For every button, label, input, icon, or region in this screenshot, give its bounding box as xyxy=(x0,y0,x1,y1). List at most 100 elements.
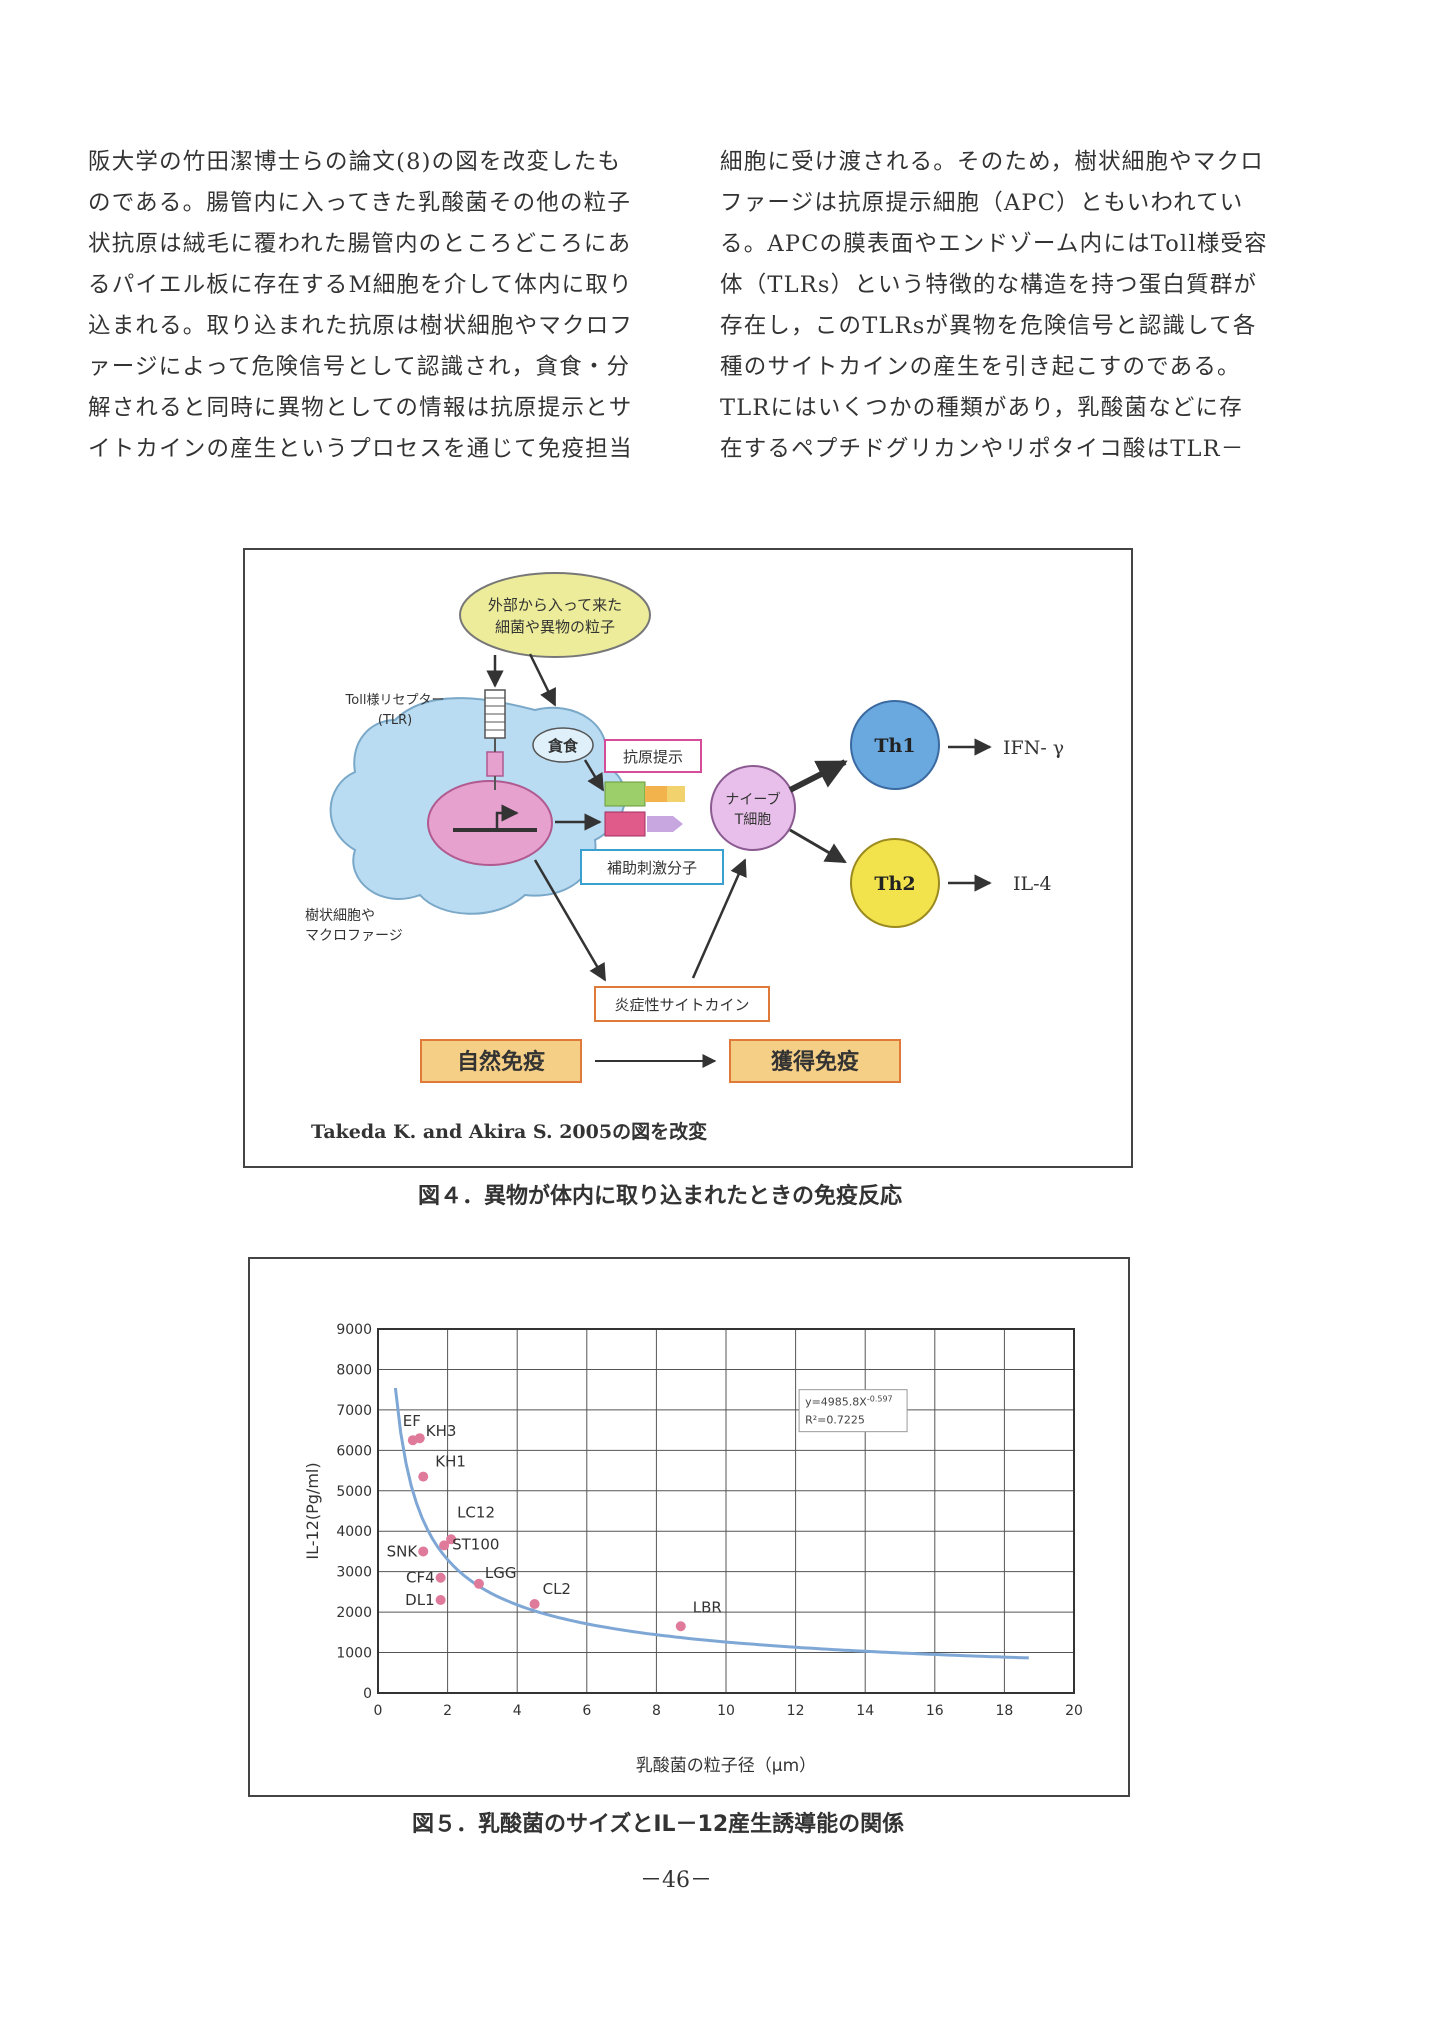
data-point-label: KH1 xyxy=(435,1453,466,1471)
antigen-presentation-box xyxy=(604,739,702,773)
x-tick-label: 2 xyxy=(443,1703,452,1719)
text-line: のである。腸管内に入ってきた乳酸菌その他の粒子 xyxy=(88,190,632,216)
data-point-label: CL2 xyxy=(543,1580,571,1598)
data-point xyxy=(675,1621,686,1632)
data-point xyxy=(529,1599,540,1610)
x-tick-label: 0 xyxy=(374,1703,383,1719)
x-tick-label: 12 xyxy=(787,1703,805,1719)
text-line: るパイエル板に存在するM細胞を介して体内に取り xyxy=(88,272,633,298)
y-tick-label: 3000 xyxy=(336,1565,372,1581)
data-point-label: LC12 xyxy=(457,1503,495,1521)
x-tick-label: 18 xyxy=(995,1703,1013,1719)
text-line: 阪大学の竹田潔博士らの論文(8)の図を改変したも xyxy=(88,149,622,175)
text-line: ファージは抗原提示細胞（APC）ともいわれてい xyxy=(720,190,1244,216)
power-fit-curve xyxy=(393,1387,1029,1660)
figure-5-caption: 図５．乳酸菌のサイズとIL－12産生誘導能の関係 xyxy=(412,1812,905,1837)
immune-response-diagram: 外部から入って来た 細菌や異物の粒子 Toll様リセプター (TLR) 貪食 抗… xyxy=(305,572,1064,1143)
tlr-label-line1: Toll様リセプター xyxy=(345,693,445,708)
cell-label-line2: マクロファージ xyxy=(305,928,403,944)
text-line: 込まれる。取り込まれた抗原は樹状細胞やマクロフ xyxy=(88,313,634,339)
antigen-peptide xyxy=(645,786,667,802)
transcription-arrow xyxy=(495,804,519,830)
text-line: 解されると同時に異物としての情報は抗原提示とサ xyxy=(88,395,633,421)
figure-4-diagram: 外部から入って来た 細菌や異物の粒子 Toll様リセプター (TLR) 貪食 抗… xyxy=(243,548,1133,1168)
text-line: イトカインの産生というプロセスを通じて免疫担当 xyxy=(88,436,633,462)
figure-4-caption: 図４．異物が体内に取り込まれたときの免疫反応 xyxy=(418,1184,903,1209)
x-axis-label: 乳酸菌の粒子径（μm） xyxy=(636,1756,816,1776)
acquired-immunity-box xyxy=(729,1039,901,1083)
data-point xyxy=(435,1572,446,1583)
y-tick-label: 8000 xyxy=(336,1362,372,1378)
data-point-label: EF xyxy=(403,1412,421,1430)
data-point xyxy=(473,1578,484,1589)
data-point xyxy=(414,1433,425,1444)
text-line: る。APCの膜表面やエンドゾーム内にはToll様受容 xyxy=(720,231,1268,257)
x-tick-label: 14 xyxy=(856,1703,874,1719)
equation-exponent: -0.597 xyxy=(867,1395,893,1404)
text-line: TLRにはいくつかの種類があり，乳酸菌などに存 xyxy=(720,395,1243,421)
costim-receptor xyxy=(647,816,683,832)
data-point-label: CF4 xyxy=(406,1569,435,1587)
th1-label: Th1 xyxy=(874,735,915,757)
y-tick-label: 4000 xyxy=(336,1524,372,1540)
x-tick-label: 20 xyxy=(1065,1703,1083,1719)
annotation-equation: y=4985.8X-0.597 xyxy=(805,1395,893,1409)
x-tick-label: 8 xyxy=(652,1703,661,1719)
inflammatory-cytokine-box xyxy=(594,986,770,1022)
arrow-cytokine-to-naive xyxy=(691,858,747,979)
y-tick-label: 1000 xyxy=(336,1646,372,1662)
plot-area-frame xyxy=(377,1328,1075,1694)
naive-t-cell xyxy=(710,765,796,851)
y-tick-label: 5000 xyxy=(336,1484,372,1500)
x-tick-label: 6 xyxy=(582,1703,591,1719)
data-point xyxy=(418,1471,429,1482)
costim-molecule xyxy=(604,811,646,837)
data-point-label: LGG xyxy=(485,1564,517,1582)
page-number: －46－ xyxy=(640,1868,712,1893)
th1-cell xyxy=(850,700,940,790)
il4-label: IL-4 xyxy=(1013,873,1052,895)
tlr-label-line2: (TLR) xyxy=(378,713,412,728)
arrow-naive-to-th2 xyxy=(789,828,847,864)
x-tick-label: 4 xyxy=(513,1703,522,1719)
body-text-right-column: 細胞に受け渡される。そのため，樹状細胞やマクロファージは抗原提示細胞（APC）と… xyxy=(720,142,1300,470)
innate-immunity-box xyxy=(420,1039,582,1083)
y-tick-label: 2000 xyxy=(336,1605,372,1621)
phagocytosis-label: 貪食 xyxy=(547,737,579,755)
text-line: 細胞に受け渡される。そのため，樹状細胞やマクロ xyxy=(720,149,1264,175)
arrow-bubble-to-phagocytosis xyxy=(528,653,557,707)
data-point xyxy=(435,1594,446,1605)
arrow-to-mhc xyxy=(583,759,605,792)
acquired-immunity-label: 獲得免疫 xyxy=(771,1049,859,1075)
inflammatory-cytokine-label: 炎症性サイトカイン xyxy=(614,996,749,1014)
y-tick-label: 6000 xyxy=(336,1443,372,1459)
data-point-label: DL1 xyxy=(405,1591,434,1609)
data-point-label: SNK xyxy=(387,1542,419,1560)
naive-label-line1: ナイーブ xyxy=(725,791,780,808)
text-line: 体（TLRs）という特徴的な構造を持つ蛋白質群が xyxy=(720,272,1258,298)
text-line: 存在し，このTLRsが異物を危険信号と認識して各 xyxy=(720,313,1257,339)
tcr-molecule xyxy=(667,786,685,802)
cell-label-line1: 樹状細胞や xyxy=(305,908,375,924)
costim-label: 補助刺激分子 xyxy=(607,859,697,877)
phagocytosis-oval xyxy=(532,727,594,763)
text-line: 種のサイトカインの産生を引き起こすのである。 xyxy=(720,354,1241,380)
annotation-box xyxy=(798,1389,908,1433)
nucleus-shape xyxy=(427,780,553,866)
arrow-naive-to-th1 xyxy=(788,759,848,793)
arrow-nucleus-to-cytokine xyxy=(533,859,607,982)
y-tick-label: 0 xyxy=(363,1686,372,1702)
text-line: 在するペプチドグリカンやリポタイコ酸はTLR－ xyxy=(720,436,1245,462)
data-point xyxy=(446,1534,457,1545)
y-tick-label: 9000 xyxy=(336,1322,372,1338)
body-text-left-column: 阪大学の竹田潔博士らの論文(8)の図を改変したものである。腸管内に入ってきた乳酸… xyxy=(88,142,668,470)
y-axis-label: IL-12(Pg/ml) xyxy=(303,1462,322,1559)
figure-credit: Takeda K. and Akira S. 2005の図を改変 xyxy=(311,1120,707,1143)
data-point xyxy=(418,1546,429,1557)
th2-label: Th2 xyxy=(874,873,915,895)
tlr-receptor xyxy=(484,689,506,790)
